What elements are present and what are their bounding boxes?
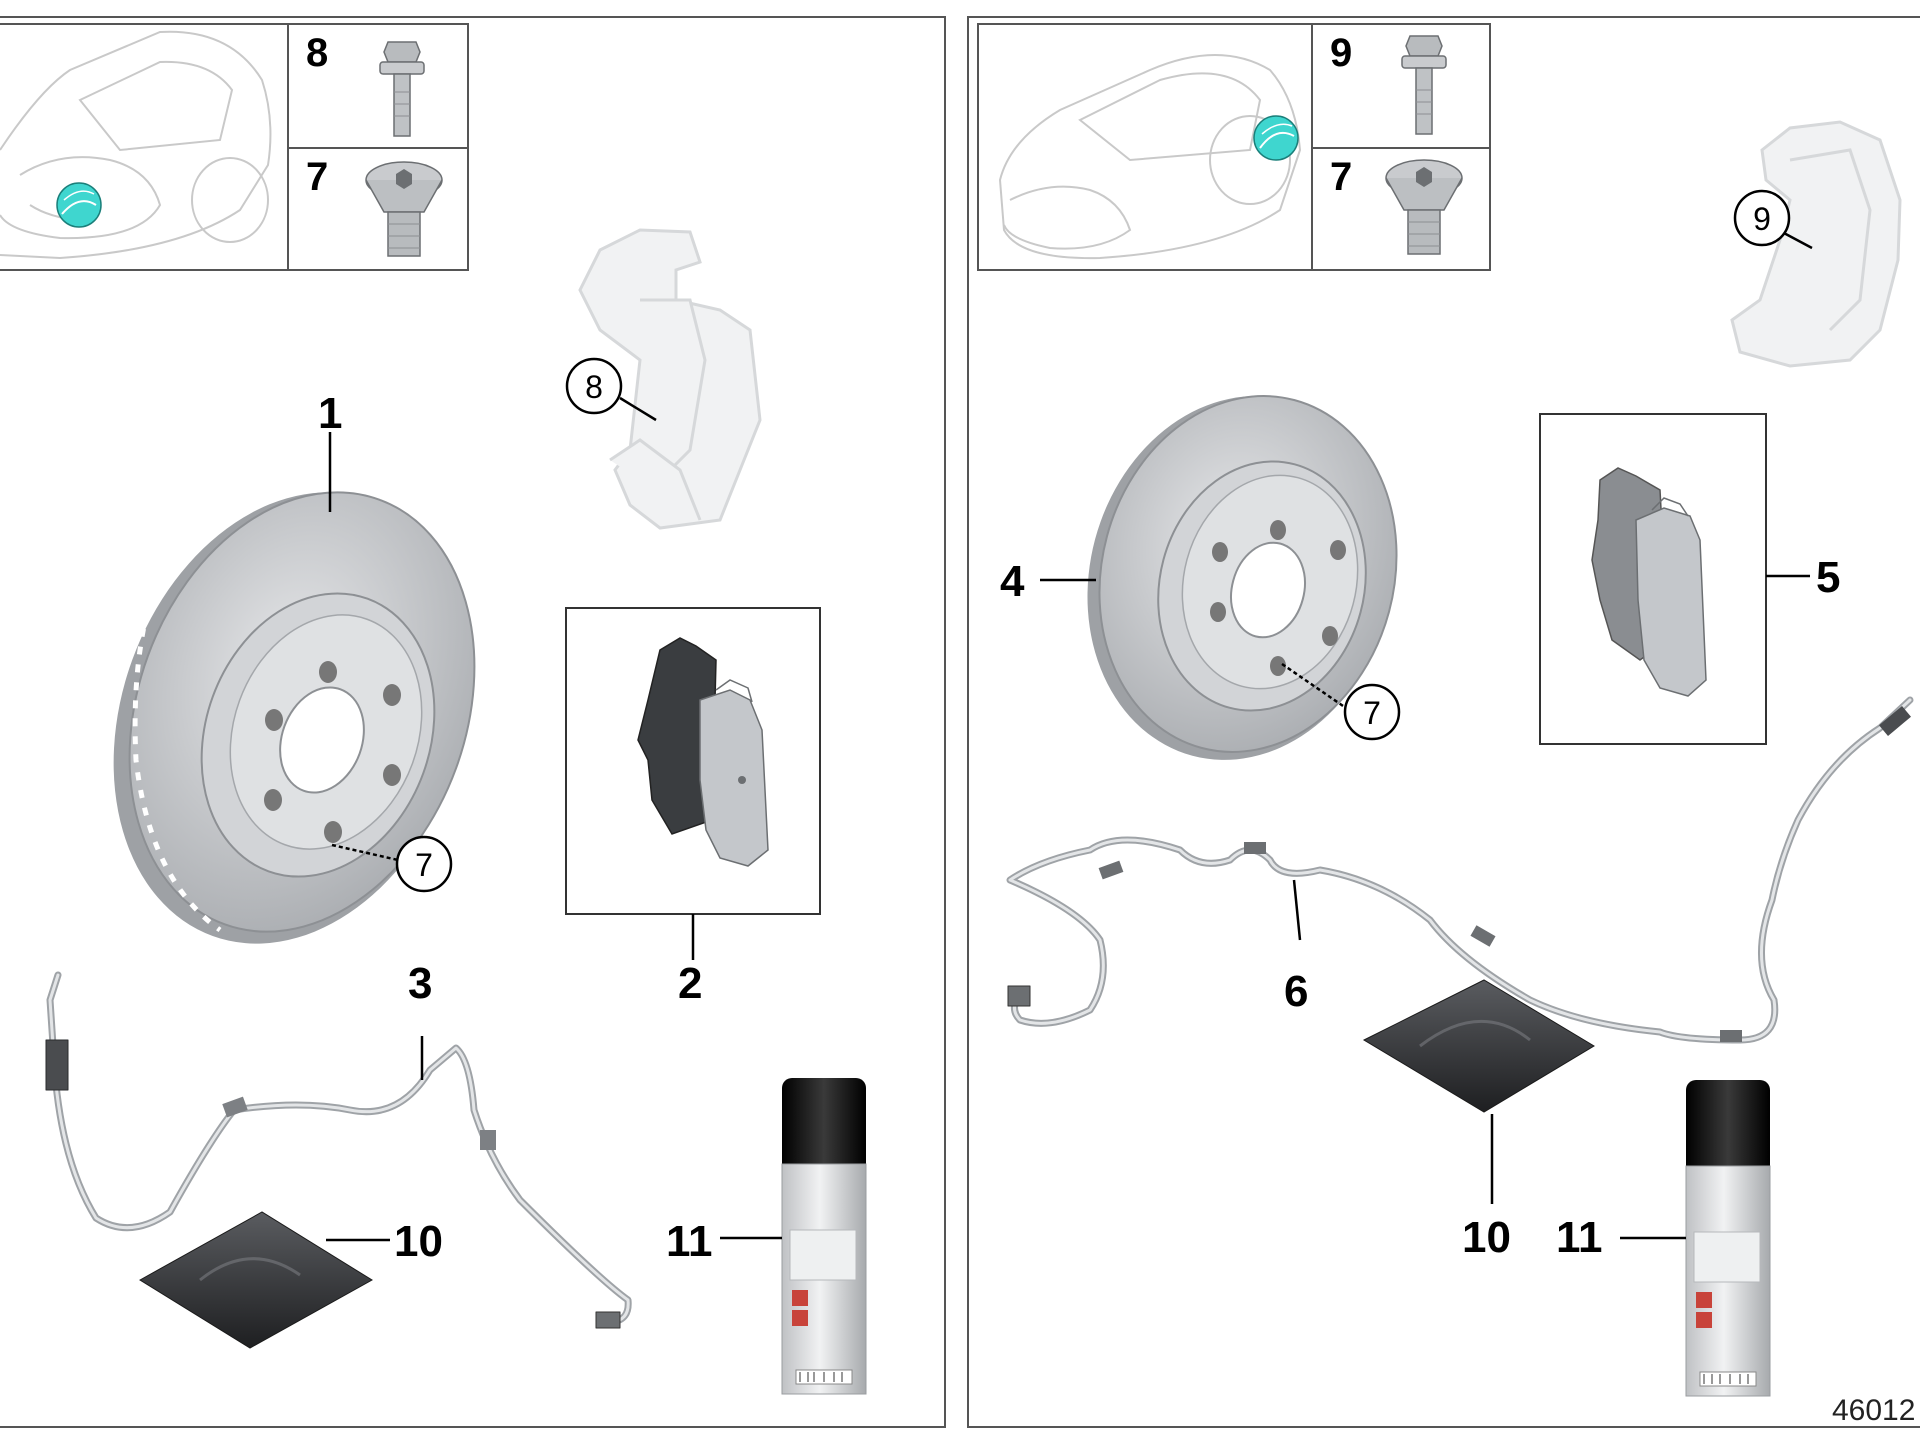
front-label-disc: 1 (318, 389, 342, 438)
front-brake-location-marker (56, 182, 102, 228)
front-axle-panel: 8 7 (0, 16, 946, 1428)
front-brake-disc (113, 491, 476, 944)
front-label-spray: 11 (666, 1217, 713, 1266)
svg-text:8: 8 (585, 369, 603, 405)
front-label-sensor: 3 (408, 959, 432, 1008)
front-inset-label-a: 8 (306, 31, 328, 75)
car-outline-icon (0, 30, 272, 260)
rear-brake-disc (1087, 395, 1398, 760)
rear-spray-can (1685, 1080, 1771, 1397)
rear-label-disc-bolt: 7 (1343, 683, 1401, 741)
disc-screw-icon (1385, 159, 1463, 255)
rear-label-disc: 4 (1000, 557, 1025, 606)
rear-axle-panel: 9 7 (967, 16, 1920, 1428)
front-label-pads: 2 (678, 959, 702, 1008)
svg-text:9: 9 (1753, 201, 1771, 237)
diagram-number: 46012 (1832, 1394, 1915, 1427)
front-inset: 8 7 (0, 23, 469, 271)
car-outline-icon (998, 54, 1302, 260)
rear-grease-sachet (1362, 979, 1595, 1113)
front-caliper-carrier (578, 228, 762, 530)
front-grease-sachet (139, 1211, 373, 1349)
rear-inset-label-a: 9 (1330, 31, 1352, 75)
front-label-grease: 10 (394, 1217, 443, 1266)
rear-label-bracket: 9 (1733, 189, 1791, 247)
caliper-bolt-icon (379, 41, 425, 137)
front-spray-can (781, 1078, 867, 1395)
rear-inset: 9 7 (977, 23, 1491, 271)
front-panel-frame (0, 16, 946, 1428)
svg-text:7: 7 (415, 847, 433, 883)
rear-label-pads: 5 (1816, 553, 1840, 602)
disc-screw-icon (365, 161, 443, 257)
rear-brake-pads (1539, 413, 1767, 745)
rear-label-grease: 10 (1462, 1213, 1511, 1262)
front-brake-pads (565, 607, 821, 915)
rear-wear-sensor (1006, 696, 1914, 1044)
front-label-bracket: 8 (565, 357, 623, 415)
rear-inset-label-b: 7 (1330, 155, 1352, 199)
rear-leader-lines (1040, 230, 1813, 1240)
svg-text:7: 7 (1363, 695, 1381, 731)
front-leader-lines (326, 396, 782, 1242)
front-label-disc-bolt: 7 (395, 835, 453, 893)
front-wear-sensor (45, 971, 632, 1329)
rear-panel-frame (967, 16, 1920, 1428)
front-inset-label-b: 7 (306, 155, 328, 199)
rear-label-spray: 11 (1556, 1213, 1603, 1262)
caliper-bolt-icon (1401, 35, 1447, 135)
rear-label-sensor: 6 (1284, 967, 1308, 1016)
rear-brake-location-marker (1253, 115, 1299, 161)
rear-caliper-carrier (1730, 120, 1902, 368)
